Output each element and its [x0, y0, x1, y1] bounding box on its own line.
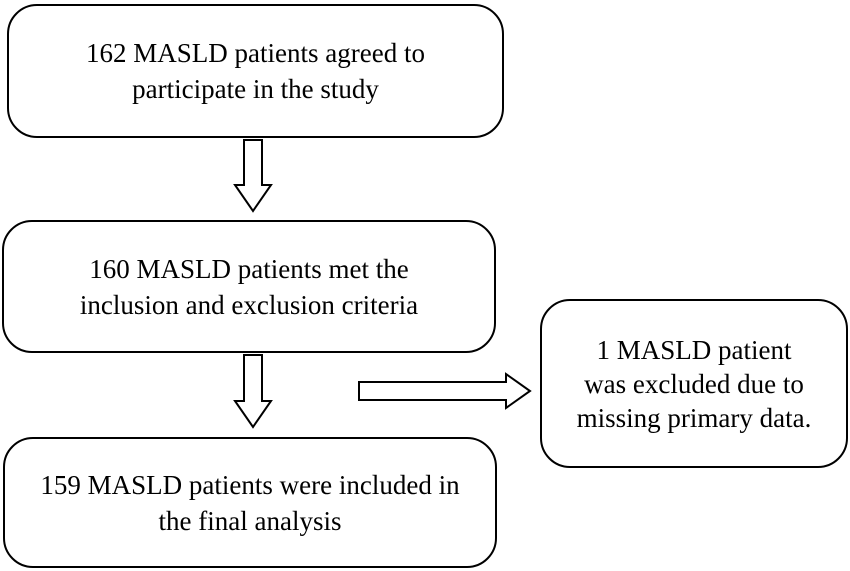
step-box-enrolled: 162 MASLD patients agreed to participate…	[7, 4, 504, 138]
step-box-analyzed-line-1: 159 MASLD patients were included in	[40, 469, 460, 500]
step-box-analyzed-line-2: the final analysis	[158, 505, 342, 536]
step-box-enrolled-line-2: participate in the study	[132, 74, 379, 104]
exclusion-box: 1 MASLD patient was excluded due to miss…	[540, 299, 848, 468]
exclusion-box-line-1: 1 MASLD patient	[596, 334, 792, 365]
step-box-eligible: 160 MASLD patients met the inclusion and…	[2, 220, 496, 353]
arrow-down-1	[233, 139, 273, 213]
step-box-analyzed: 159 MASLD patients were included in the …	[3, 437, 497, 568]
arrow-right-exclusion	[358, 372, 532, 410]
step-box-eligible-line-1: 160 MASLD patients met the	[89, 253, 409, 284]
exclusion-box-line-3: missing primary data.	[576, 402, 812, 433]
step-box-eligible-line-2: inclusion and exclusion criteria	[79, 289, 419, 320]
arrow-down-2	[233, 354, 273, 429]
exclusion-box-line-2: was excluded due to	[584, 368, 804, 399]
step-box-enrolled-line-1: 162 MASLD patients agreed to	[86, 38, 425, 68]
